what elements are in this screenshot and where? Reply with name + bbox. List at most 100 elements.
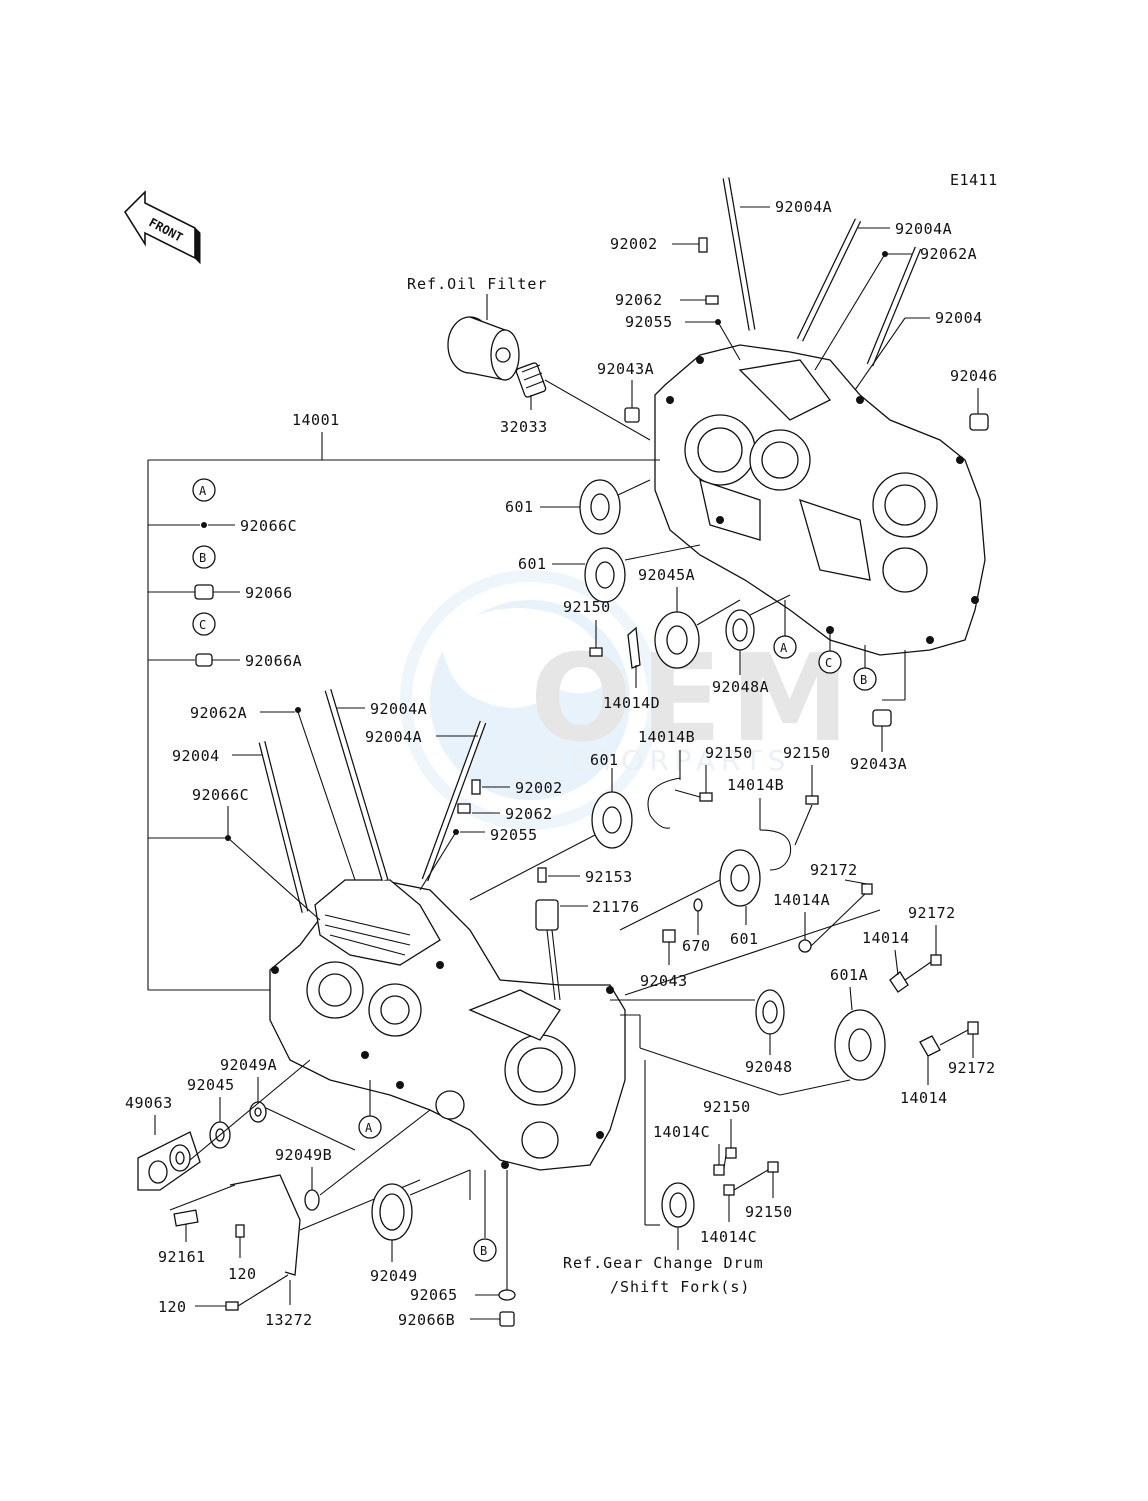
label-92046: 92046	[950, 367, 998, 385]
label-14014B-1: 14014B	[638, 728, 695, 746]
bearing-601-3	[591, 791, 633, 849]
ref-gear-change-1: Ref.Gear Change Drum	[563, 1254, 764, 1272]
watermark-sub: MOTORPARTS	[540, 744, 791, 777]
label-14014A: 14014A	[773, 891, 830, 909]
label-92062A-l: 92062A	[190, 704, 247, 722]
label-92043A-r: 92043A	[850, 755, 907, 773]
seal-92049	[371, 1183, 413, 1241]
label-92150-1: 92150	[563, 598, 611, 616]
label-14014B-2: 14014B	[727, 776, 784, 794]
label-14014C-2: 14014C	[700, 1228, 757, 1246]
label-92062A-top: 92062A	[920, 245, 977, 263]
stud-92004A-mid	[796, 218, 862, 342]
label-92043A-top: 92043A	[597, 360, 654, 378]
label-92161: 92161	[158, 1248, 206, 1266]
label-601-4: 601	[730, 930, 759, 948]
ring-92048A	[725, 609, 755, 651]
label-601-2: 601	[518, 555, 547, 573]
crankcase-left-half	[269, 879, 626, 1171]
label-92048A: 92048A	[712, 678, 769, 696]
label-32033: 32033	[500, 418, 548, 436]
label-92004A-top: 92004A	[775, 198, 832, 216]
label-92055-top: 92055	[625, 313, 673, 331]
label-14014D: 14014D	[603, 694, 660, 712]
marker-a-3: A	[365, 1121, 373, 1135]
stud-92004A-top	[722, 177, 756, 331]
label-92002-top: 92002	[610, 235, 658, 253]
label-14001: 14001	[292, 411, 340, 429]
diagram-code: E1411	[950, 171, 998, 189]
label-92004-top: 92004	[935, 309, 983, 327]
label-92048: 92048	[745, 1058, 793, 1076]
label-49063: 49063	[125, 1094, 173, 1112]
ref-gear-change-2: /Shift Fork(s)	[610, 1278, 750, 1296]
label-92172-2: 92172	[908, 904, 956, 922]
label-92049B: 92049B	[275, 1146, 332, 1164]
label-92062-top: 92062	[615, 291, 663, 309]
marker-a-2: A	[780, 641, 788, 655]
marker-a-1: A	[199, 484, 207, 498]
label-92049: 92049	[370, 1267, 418, 1285]
label-14014-2: 14014	[900, 1089, 948, 1107]
label-670: 670	[682, 937, 711, 955]
label-92055-l: 92055	[490, 826, 538, 844]
cover-13272	[169, 1174, 301, 1276]
marker-c-1: C	[199, 618, 206, 632]
stud-92004A-l1	[324, 688, 389, 882]
label-92172-1: 92172	[810, 861, 858, 879]
label-92150-5: 92150	[745, 1203, 793, 1221]
label-92066B: 92066B	[398, 1311, 455, 1329]
seal-gear-change	[661, 1182, 695, 1228]
bearing-601-1	[579, 479, 621, 535]
label-92150-2: 92150	[705, 744, 753, 762]
label-92153: 92153	[585, 868, 633, 886]
label-14014C-1: 14014C	[653, 1123, 710, 1141]
crankcase-right-half	[654, 344, 986, 656]
bearing-601-4	[719, 849, 761, 907]
oil-filter	[447, 316, 520, 381]
bearing-92048	[755, 989, 785, 1035]
label-92004A-l2: 92004A	[365, 728, 422, 746]
stud-92004A-l2	[421, 720, 487, 882]
stud-92004-l	[258, 741, 309, 913]
label-92062-l: 92062	[505, 805, 553, 823]
label-601A: 601A	[830, 966, 868, 984]
sensor-21176	[535, 899, 561, 1001]
label-21176: 21176	[592, 898, 640, 916]
seal-assembly-49063	[137, 1131, 201, 1191]
label-601-3: 601	[590, 751, 619, 769]
label-92002-l: 92002	[515, 779, 563, 797]
label-92066C-b: 92066C	[192, 786, 249, 804]
label-92065: 92065	[410, 1286, 458, 1304]
seal-92045A	[654, 611, 700, 669]
label-92004A-l1: 92004A	[370, 700, 427, 718]
label-92150-3: 92150	[783, 744, 831, 762]
label-120-2: 120	[158, 1298, 187, 1316]
label-92004A-mid: 92004A	[895, 220, 952, 238]
label-13272: 13272	[265, 1311, 313, 1329]
seal-92049A	[249, 1101, 267, 1123]
bearing-601A	[834, 1009, 886, 1081]
label-92066A: 92066A	[245, 652, 302, 670]
marker-b-2: B	[860, 673, 867, 687]
label-92045A: 92045A	[638, 566, 695, 584]
marker-b-1: B	[199, 551, 206, 565]
ref-oil-filter: Ref.Oil Filter	[407, 275, 547, 293]
label-92049A: 92049A	[220, 1056, 277, 1074]
label-120-1: 120	[228, 1265, 257, 1283]
marker-b-3: B	[480, 1244, 487, 1258]
stud-92004-top	[866, 246, 922, 367]
label-14014-1: 14014	[862, 929, 910, 947]
label-92004-l: 92004	[172, 747, 220, 765]
label-92045: 92045	[187, 1076, 235, 1094]
label-92150-4: 92150	[703, 1098, 751, 1116]
label-92172-3: 92172	[948, 1059, 996, 1077]
marker-c-2: C	[825, 656, 832, 670]
label-92066: 92066	[245, 584, 293, 602]
label-92066C-a: 92066C	[240, 517, 297, 535]
label-601-1: 601	[505, 498, 534, 516]
oil-filter-fitting-32033	[515, 362, 547, 398]
front-arrow-icon: FRONT	[123, 190, 201, 265]
bearing-601-2	[584, 547, 626, 603]
